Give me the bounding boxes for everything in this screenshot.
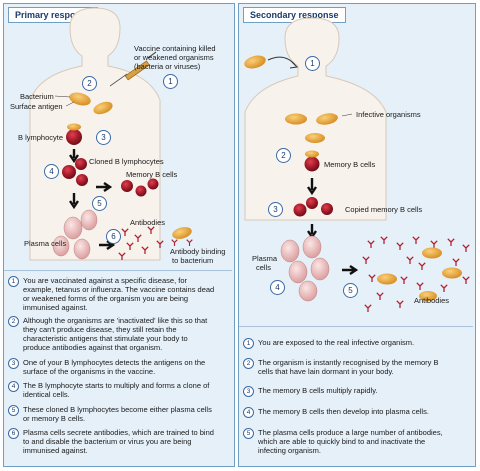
- plasma-cell-icon: [63, 216, 83, 240]
- plasma-cell-icon: [288, 260, 308, 284]
- bound-organism-icon: [422, 247, 442, 259]
- cloned-b-lymphocytes-label: Cloned B lymphocytes: [89, 157, 164, 166]
- plasma-cell-icon: [298, 280, 318, 302]
- plasma-cell-icon: [52, 235, 70, 257]
- copied-memory-b-cell-icon: [306, 197, 318, 209]
- syringe-icon: [109, 51, 157, 87]
- primary-diagram-number: 6: [106, 229, 121, 244]
- bound-bacterium-icon: [172, 227, 192, 239]
- memory-b-cell-icon: [121, 180, 133, 192]
- incoming-organism-icon: [244, 55, 266, 69]
- primary-body-silhouette: [29, 7, 161, 261]
- memory-b-cells-label: Memory B cells: [324, 160, 376, 169]
- antibodies-label: Antibodies: [130, 218, 166, 227]
- memory-b-cell-icon: [147, 178, 159, 190]
- vaccine-label-line-1: Vaccine containing killed: [134, 44, 216, 53]
- arrow-down-icon: [69, 149, 79, 164]
- bacterium-icon: [93, 101, 113, 115]
- plasma-cells-label: Plasma cells: [24, 239, 67, 248]
- arrow-right-icon: [96, 182, 113, 192]
- primary-divider: [4, 270, 232, 271]
- primary-diagram-number: 3: [96, 130, 111, 145]
- secondary-body-silhouette: [244, 17, 387, 221]
- primary-diagram-number: 1: [163, 74, 178, 89]
- copied-memory-b-cell-icon: [321, 203, 333, 215]
- copied-memory-b-cells-label: Copied memory B cells: [345, 205, 423, 214]
- cloned-b-lymphocyte-icon: [76, 174, 88, 186]
- memory-b-cells-label: Memory B cells: [126, 170, 178, 179]
- plasma-cell-icon: [73, 238, 91, 260]
- memory-b-cell-icon: [135, 185, 147, 197]
- secondary-diagram-number: 3: [268, 202, 283, 217]
- arrow-down-icon: [69, 193, 79, 210]
- secondary-diagram-number: 1: [305, 56, 320, 71]
- plasma-cell-icon: [302, 235, 322, 259]
- plasma-cells-label-line-1: Plasma: [252, 254, 278, 263]
- bound-organism-icon: [419, 291, 437, 301]
- secondary-diagram-number: 4: [270, 280, 285, 295]
- bacterium-label: Bacterium: [20, 92, 54, 101]
- cloned-b-lymphocyte-icon: [75, 158, 87, 170]
- arrow-down-icon: [307, 224, 317, 240]
- cloned-b-lymphocyte-icon: [62, 165, 76, 179]
- infective-organism-icon: [305, 133, 325, 143]
- plasma-cells-label-line-2: cells: [256, 263, 272, 272]
- b-lymphocyte-label: B lymphocyte: [18, 133, 64, 142]
- arrow-down-icon: [307, 178, 317, 196]
- bound-organism-icon: [442, 267, 462, 279]
- memory-b-cell-icon: [304, 156, 320, 172]
- antibody-binding-label-line-2: to bacterium: [172, 256, 214, 265]
- secondary-diagram-number: 5: [343, 283, 358, 298]
- infective-organisms-label: Infective organisms: [356, 110, 421, 119]
- secondary-divider: [239, 326, 473, 327]
- vaccine-label-line-3: (bacteria or viruses): [134, 62, 201, 71]
- antibody-binding-label-line-1: Antibody binding: [170, 247, 226, 256]
- secondary-diagram-number: 2: [276, 148, 291, 163]
- primary-diagram-number: 2: [82, 76, 97, 91]
- primary-diagram-number: 4: [44, 164, 59, 179]
- copied-memory-b-cell-icon: [293, 203, 307, 217]
- plasma-cell-icon: [280, 239, 300, 263]
- plasma-cell-icon: [310, 257, 330, 281]
- bound-organism-icon: [377, 273, 397, 285]
- bacterium-icon: [69, 92, 91, 106]
- vaccine-label-line-2: or weakened organisms: [134, 53, 214, 62]
- infective-organism-icon: [285, 113, 307, 125]
- b-lymphocyte-icon: [66, 129, 82, 145]
- antibodies-label: Antibodies: [414, 296, 450, 305]
- plasma-cell-icon: [80, 209, 98, 231]
- primary-diagram-number: 5: [92, 196, 107, 211]
- arrow-right-icon: [342, 265, 359, 275]
- secondary-response-panel: Secondary response: [238, 3, 476, 467]
- infective-organism-icon: [316, 113, 338, 125]
- surface-antigen-label: Surface antigen: [10, 102, 63, 111]
